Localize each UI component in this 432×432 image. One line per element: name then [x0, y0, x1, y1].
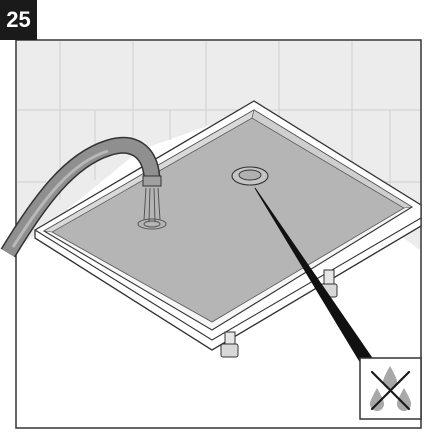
shower-tray — [34, 100, 422, 358]
water-stream — [137, 187, 167, 230]
no-leak-inset — [359, 357, 422, 420]
step-number-badge: 25 — [0, 0, 37, 40]
drain — [231, 166, 269, 186]
cross-icon — [370, 370, 411, 411]
water-drops-icon — [370, 366, 411, 411]
water-hose — [0, 136, 162, 258]
panel-frame — [15, 39, 422, 429]
